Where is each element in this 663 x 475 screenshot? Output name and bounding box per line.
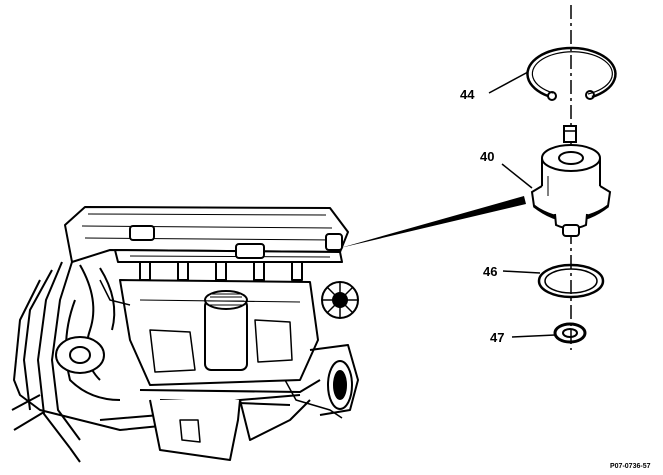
part-47-sealing-washer (553, 322, 587, 344)
leader-47 (511, 334, 556, 338)
engine-assembly-illustration (11, 206, 359, 463)
callout-46: 46 (483, 264, 497, 279)
callout-40: 40 (480, 149, 494, 164)
part-44-circlip (526, 46, 617, 101)
part-40-pressure-regulator (530, 125, 612, 237)
figure-reference: P07-0736-57 (610, 463, 651, 470)
leader-40 (501, 163, 533, 189)
callout-47: 47 (490, 330, 504, 345)
leader-46 (502, 270, 541, 274)
locator-pointer (340, 196, 526, 248)
leader-44 (488, 71, 529, 94)
callout-44: 44 (460, 87, 475, 102)
part-46-o-ring (537, 263, 605, 299)
